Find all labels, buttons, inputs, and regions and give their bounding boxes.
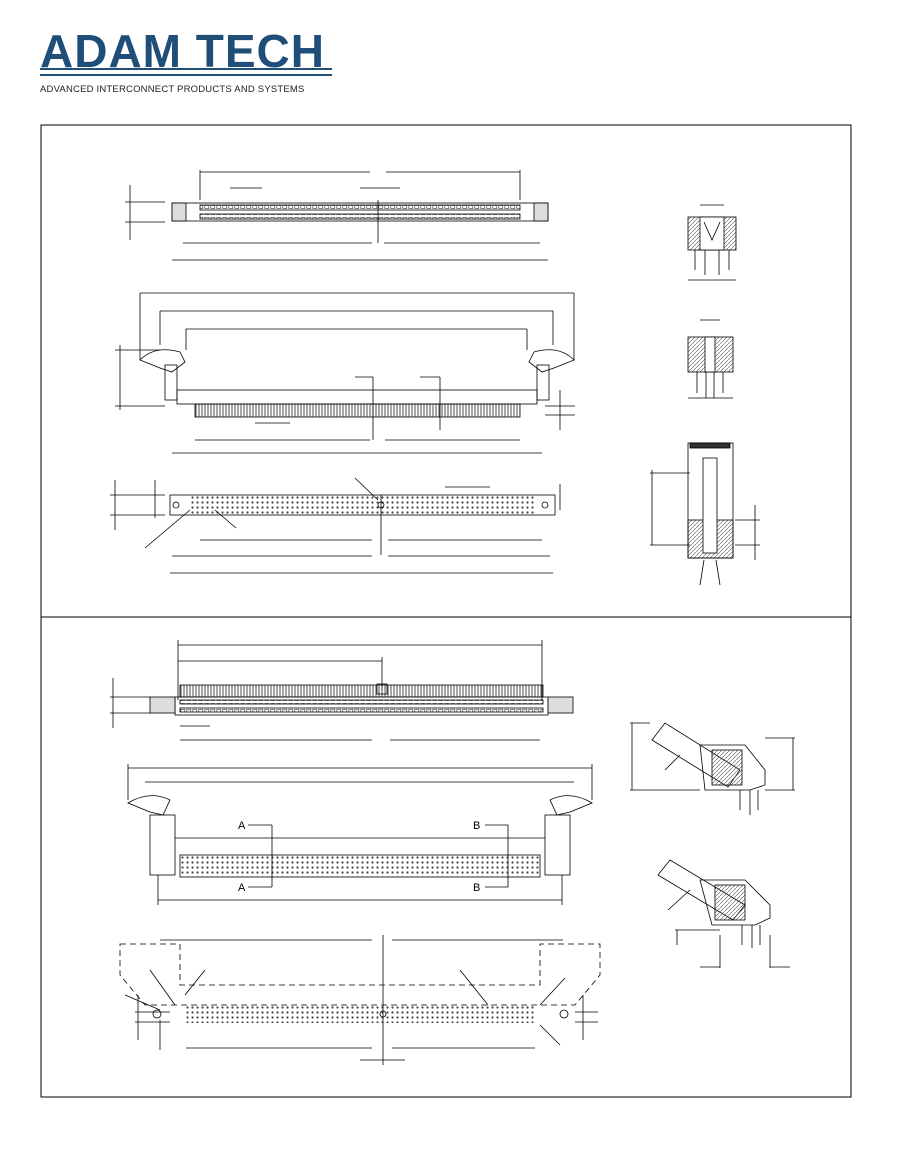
- section-label-a-bottom: A: [238, 882, 246, 894]
- connector-front-view: [115, 292, 575, 454]
- drawing-frame-bottom: [40, 616, 852, 1098]
- angled-footprint-view: [119, 935, 601, 1065]
- section-label-b-bottom: B: [473, 882, 480, 894]
- connector-top-view: [125, 170, 549, 261]
- logo-stripe: [40, 68, 332, 70]
- side-section-views: [650, 204, 760, 586]
- angled-front-view: [127, 764, 593, 905]
- section-label-a-top: A: [238, 820, 246, 832]
- section-label-b-top: B: [473, 820, 480, 832]
- company-tagline: ADVANCED INTERCONNECT PRODUCTS AND SYSTE…: [40, 84, 305, 95]
- logo-wordmark: ADAM TECH: [40, 25, 325, 77]
- company-logo: ADAM TECH: [40, 28, 340, 98]
- angled-top-view: [110, 640, 574, 741]
- footprint-view: [110, 477, 561, 574]
- angled-side-views: [630, 722, 795, 968]
- logo-stripe: [40, 74, 332, 76]
